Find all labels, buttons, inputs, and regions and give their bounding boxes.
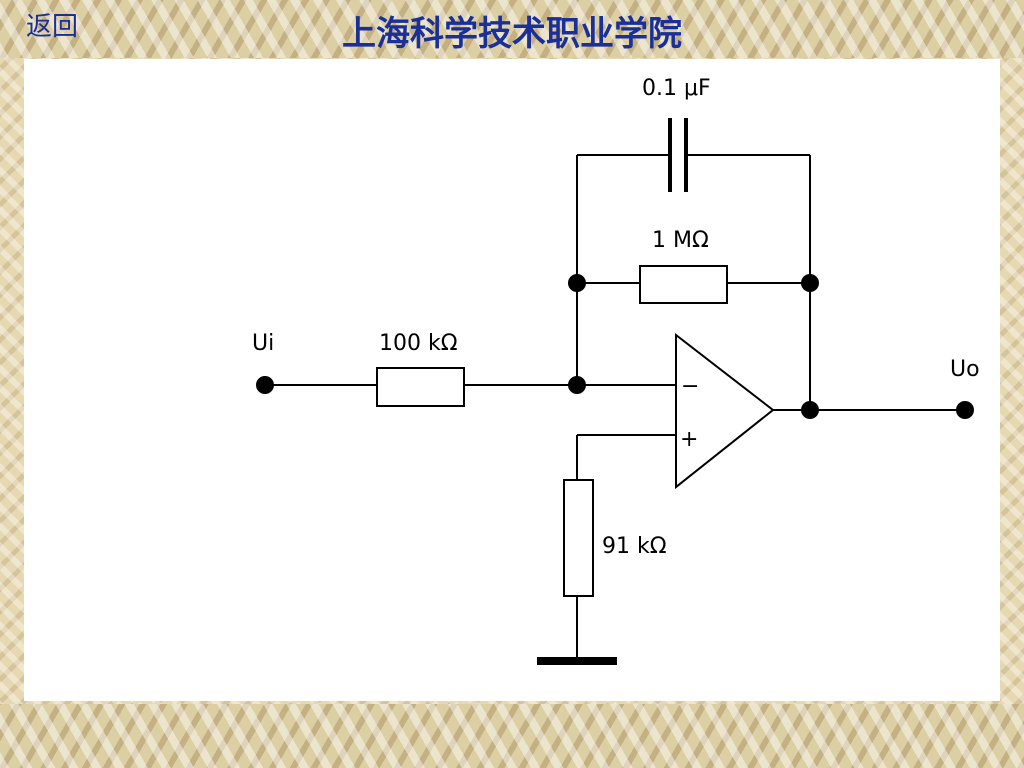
input-resistor	[376, 367, 465, 407]
node-output	[801, 401, 819, 419]
capacitor-label: 0.1 μF	[642, 76, 711, 101]
input-terminal	[256, 376, 274, 394]
back-link[interactable]: 返回	[26, 12, 79, 42]
op-amp-triangle	[675, 332, 775, 490]
input-label: Ui	[252, 331, 274, 356]
ground-symbol	[537, 657, 617, 665]
footer-band	[0, 704, 1024, 768]
ground-resistor-label: 91 kΩ	[602, 534, 667, 559]
node-feedback-right	[801, 274, 819, 292]
feedback-capacitor	[668, 118, 688, 192]
node-feedback-left	[568, 274, 586, 292]
diagram-panel	[24, 59, 1000, 701]
output-terminal	[956, 401, 974, 419]
summing-node	[568, 376, 586, 394]
output-label: Uo	[950, 357, 980, 382]
noninverting-sign: +	[680, 427, 698, 452]
ground-resistor	[563, 479, 594, 597]
feedback-resistor	[639, 265, 728, 304]
header-band	[0, 0, 1024, 58]
inverting-sign: −	[681, 374, 699, 399]
input-resistor-label: 100 kΩ	[379, 331, 458, 356]
feedback-resistor-label: 1 MΩ	[652, 228, 709, 253]
page-title: 上海科学技术职业学院	[342, 14, 682, 54]
